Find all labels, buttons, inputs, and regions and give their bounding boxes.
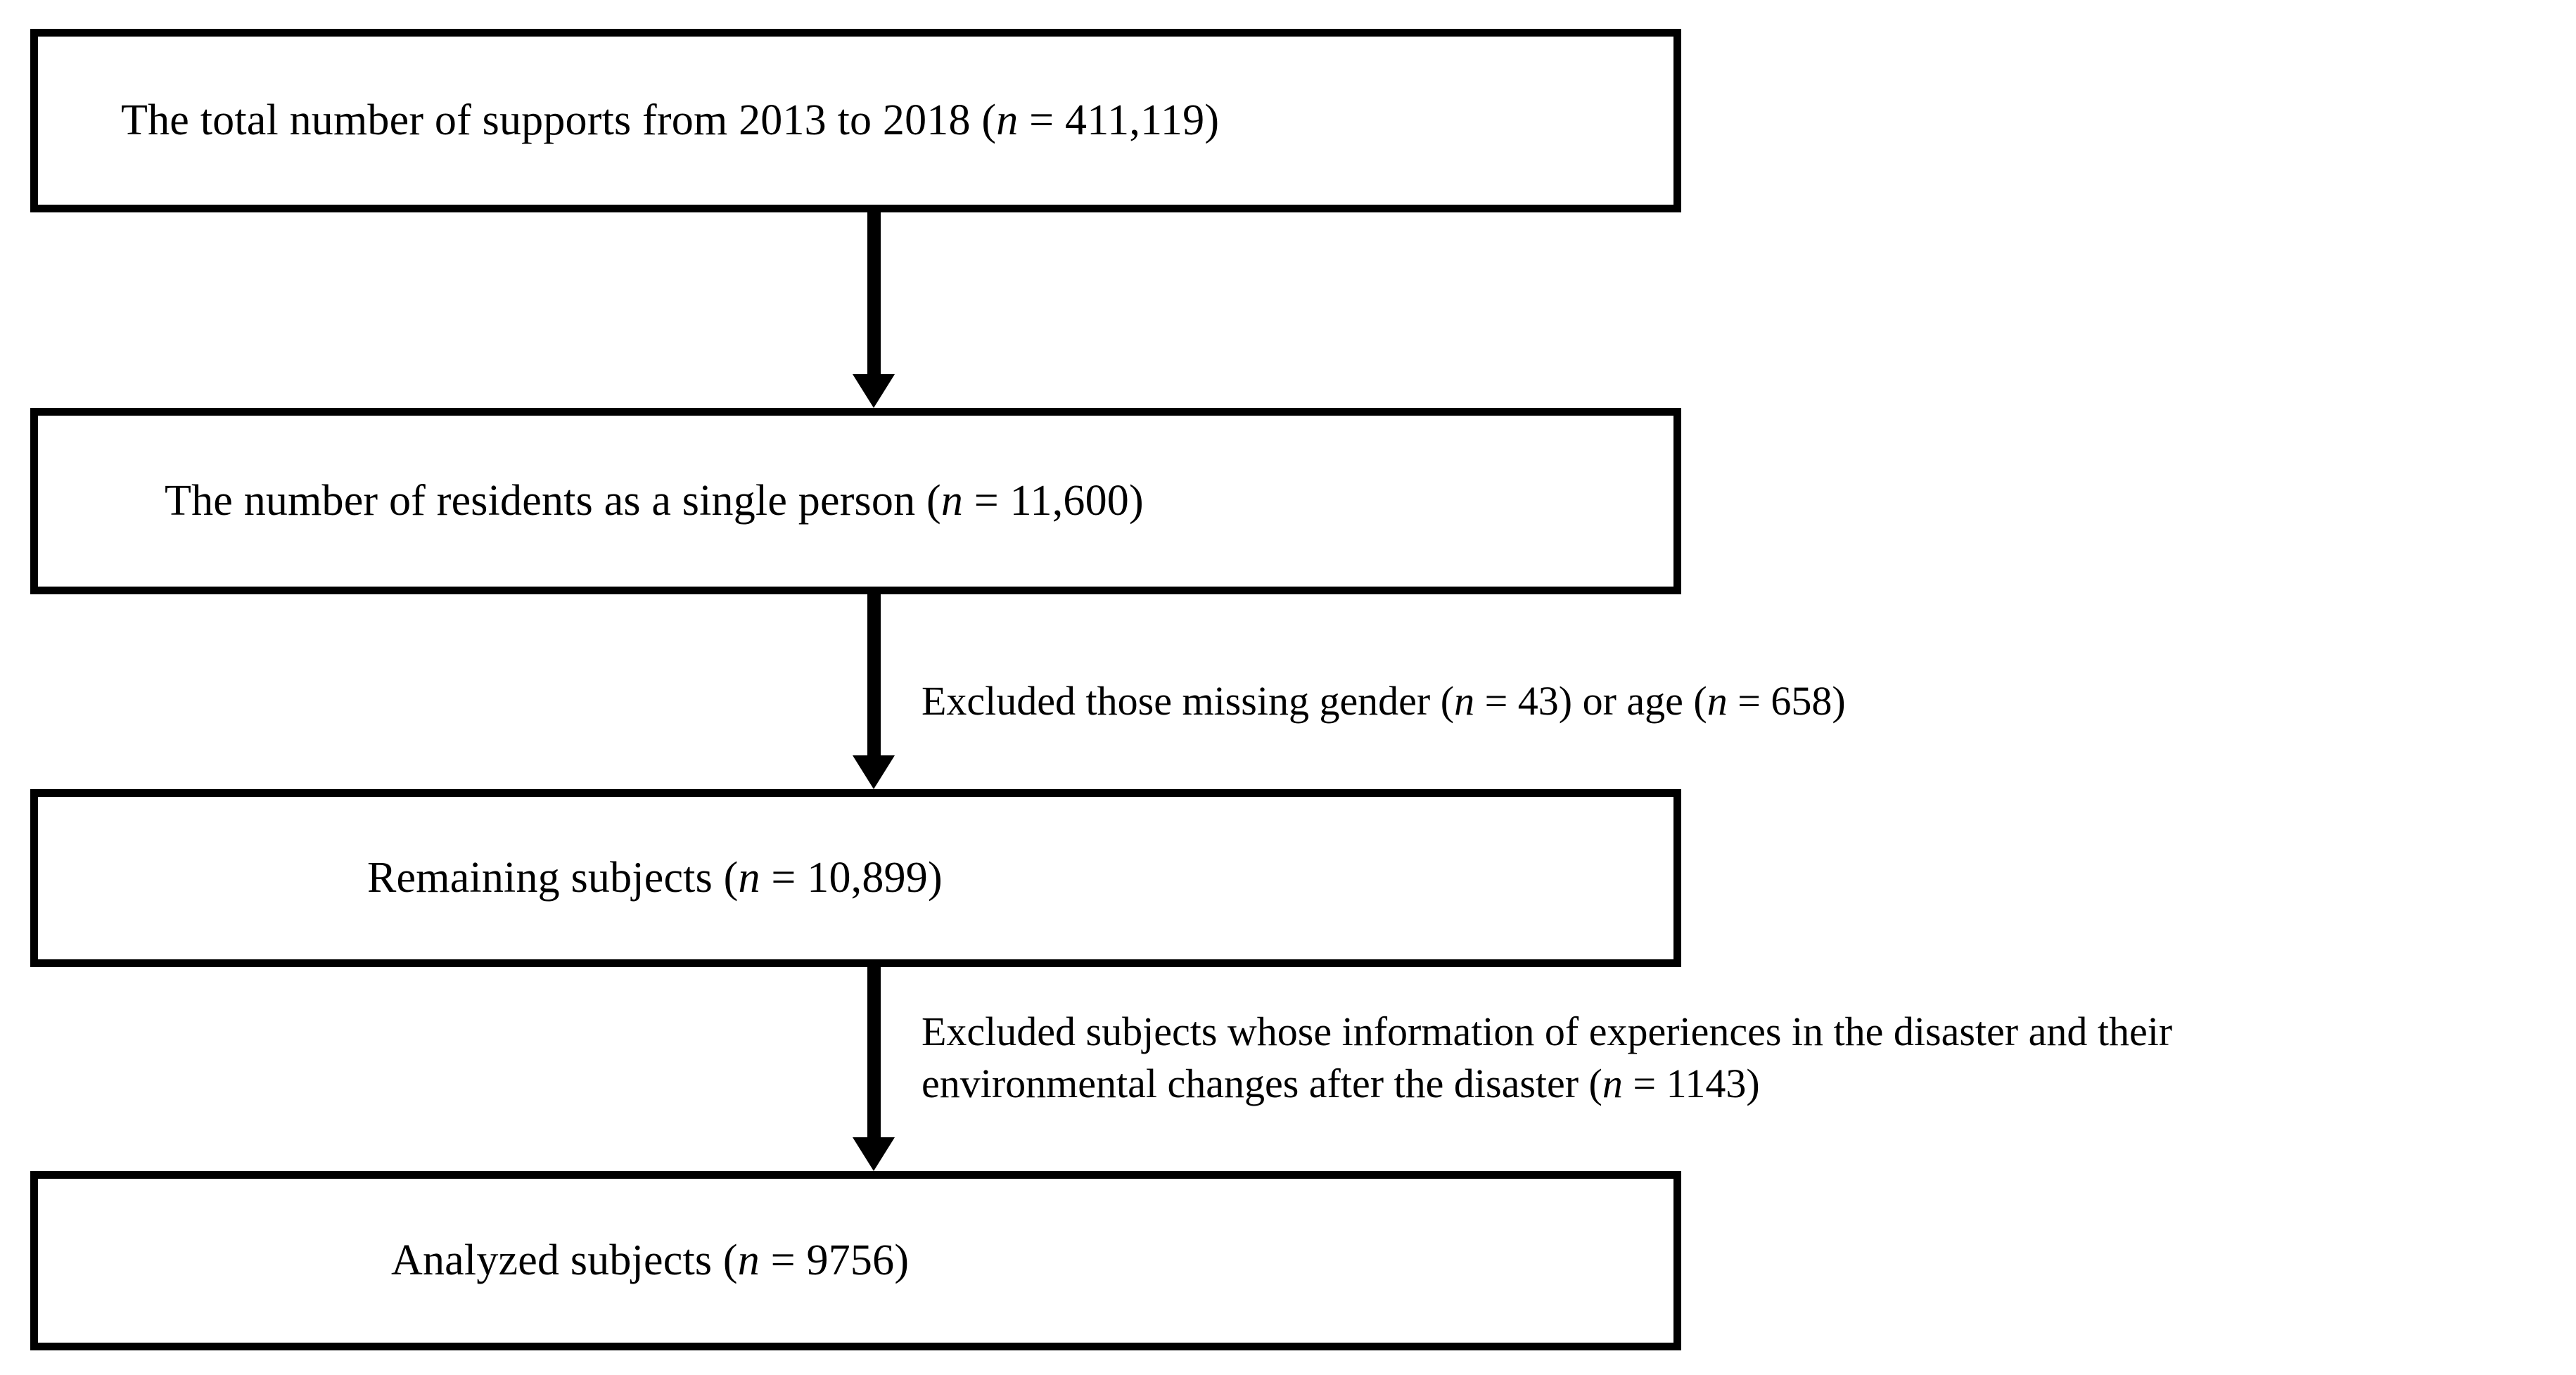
annotation-exclusion-missing-disaster-info: Excluded subjects whose information of e… bbox=[922, 1006, 2561, 1110]
box3-n-symbol: n bbox=[738, 853, 760, 902]
annotation1-n-symbol-2: n bbox=[1707, 678, 1728, 724]
arrow-down-single-to-remaining bbox=[853, 594, 895, 789]
box1-text-after-n: = 411,119) bbox=[1018, 96, 1220, 144]
box3-text-after-n: = 10,899) bbox=[760, 853, 943, 902]
arrow-down-remaining-to-analyzed bbox=[853, 967, 895, 1171]
box4-text-after-n: = 9756) bbox=[759, 1236, 910, 1284]
box2-text-before-n: The number of residents as a single pers… bbox=[165, 476, 941, 525]
box3-text-before-n: Remaining subjects ( bbox=[367, 853, 739, 902]
flow-box-label-single-person-residents: The number of residents as a single pers… bbox=[38, 476, 1144, 526]
box1-n-symbol: n bbox=[996, 96, 1019, 144]
box2-n-symbol: n bbox=[941, 476, 964, 525]
flow-box-single-person-residents: The number of residents as a single pers… bbox=[30, 408, 1681, 594]
flow-box-label-remaining-subjects: Remaining subjects (n = 10,899) bbox=[38, 853, 943, 903]
annotation2-line2-after: = 1143) bbox=[1622, 1061, 1760, 1107]
arrow-shaft-icon bbox=[867, 594, 881, 755]
box4-n-symbol: n bbox=[737, 1236, 760, 1284]
flow-box-total-supports: The total number of supports from 2013 t… bbox=[30, 29, 1681, 212]
arrow-shaft-icon bbox=[867, 967, 881, 1137]
flow-box-label-analyzed-subjects: Analyzed subjects (n = 9756) bbox=[38, 1236, 909, 1286]
box4-text-before-n: Analyzed subjects ( bbox=[391, 1236, 738, 1284]
flow-box-label-total-supports: The total number of supports from 2013 t… bbox=[38, 96, 1219, 146]
annotation2-line2-before-n: environmental changes after the disaster… bbox=[922, 1061, 1602, 1107]
annotation1-text-mid: = 43) or age ( bbox=[1474, 678, 1707, 724]
box1-text-before-n: The total number of supports from 2013 t… bbox=[121, 96, 997, 144]
arrow-head-icon bbox=[853, 1137, 895, 1171]
arrow-down-total-to-single bbox=[853, 212, 895, 408]
box2-text-after-n: = 11,600) bbox=[963, 476, 1144, 525]
annotation2-n-symbol: n bbox=[1602, 1061, 1623, 1107]
annotation2-line1: Excluded subjects whose information of e… bbox=[922, 1009, 2173, 1054]
flow-box-remaining-subjects: Remaining subjects (n = 10,899) bbox=[30, 789, 1681, 967]
arrow-head-icon bbox=[853, 374, 895, 408]
arrow-head-icon bbox=[853, 755, 895, 789]
annotation1-n-symbol-1: n bbox=[1454, 678, 1475, 724]
flow-box-analyzed-subjects: Analyzed subjects (n = 9756) bbox=[30, 1171, 1681, 1350]
annotation1-text-before-n: Excluded those missing gender ( bbox=[922, 678, 1455, 724]
annotation-exclusion-missing-gender-age: Excluded those missing gender (n = 43) o… bbox=[922, 675, 2539, 727]
arrow-shaft-icon bbox=[867, 212, 881, 374]
annotation1-text-after: = 658) bbox=[1727, 678, 1846, 724]
